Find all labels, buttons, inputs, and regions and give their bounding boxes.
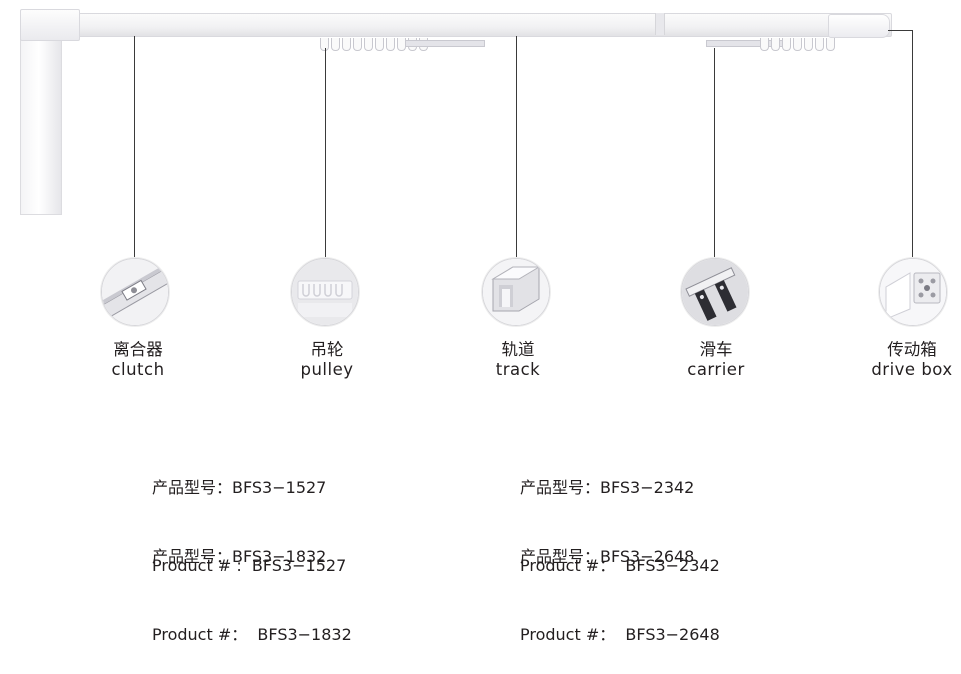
pulley-label-zh: 吊轮	[310, 340, 344, 359]
clutch-label-zh: 离合器	[113, 340, 163, 359]
carrier-label-zh: 滑车	[699, 340, 733, 359]
drive-box-icon	[879, 258, 947, 326]
pulley-icon	[291, 258, 359, 326]
rail-joint	[655, 13, 665, 35]
pulley-label: 吊轮 pulley	[267, 340, 387, 380]
track-leader-line	[516, 36, 517, 258]
drive-box-leader-horizontal	[888, 30, 912, 31]
curtain-track-rail	[60, 13, 892, 37]
track-label-en: track	[495, 360, 541, 379]
product-model-zh: 产品型号：BFS3−1527	[152, 478, 327, 497]
carrier-arm-left	[405, 40, 485, 47]
pulley-leader-line	[325, 48, 326, 258]
product-model-zh: 产品型号：BFS3−1832	[152, 547, 327, 566]
track-icon	[482, 258, 550, 326]
track-label-zh: 轨道	[501, 340, 535, 359]
pulley-label-en: pulley	[300, 360, 354, 379]
clutch-label-en: clutch	[111, 360, 165, 379]
drive-box-label: 传动箱 drive box	[852, 340, 961, 380]
product-number-en: Product #： BFS3−2648	[520, 625, 720, 644]
product-spec-1832: 产品型号：BFS3−1832 Product #： BFS3−1832	[152, 492, 352, 674]
product-model-zh: 产品型号：BFS3−2342	[520, 478, 695, 497]
carrier-label: 滑车 carrier	[656, 340, 776, 380]
drive-box-leader-line	[912, 30, 913, 258]
product-number-en: Product #： BFS3−1832	[152, 625, 352, 644]
clutch-label: 离合器 clutch	[78, 340, 198, 380]
clutch-leader-line	[134, 36, 135, 258]
clutch-housing	[20, 9, 80, 41]
motor-body	[20, 32, 62, 215]
drive-box-label-en: drive box	[871, 360, 953, 379]
carrier-icon	[681, 258, 749, 326]
carrier-label-en: carrier	[687, 360, 745, 379]
product-model-zh: 产品型号：BFS3−2648	[520, 547, 695, 566]
clutch-icon	[101, 258, 169, 326]
track-label: 轨道 track	[458, 340, 578, 380]
pulley-carriage-right	[760, 36, 837, 51]
carrier-leader-line	[714, 48, 715, 258]
drive-box-label-zh: 传动箱	[887, 340, 937, 359]
product-spec-2648: 产品型号：BFS3−2648 Product #： BFS3−2648	[520, 492, 720, 674]
drive-box-housing	[828, 14, 890, 38]
